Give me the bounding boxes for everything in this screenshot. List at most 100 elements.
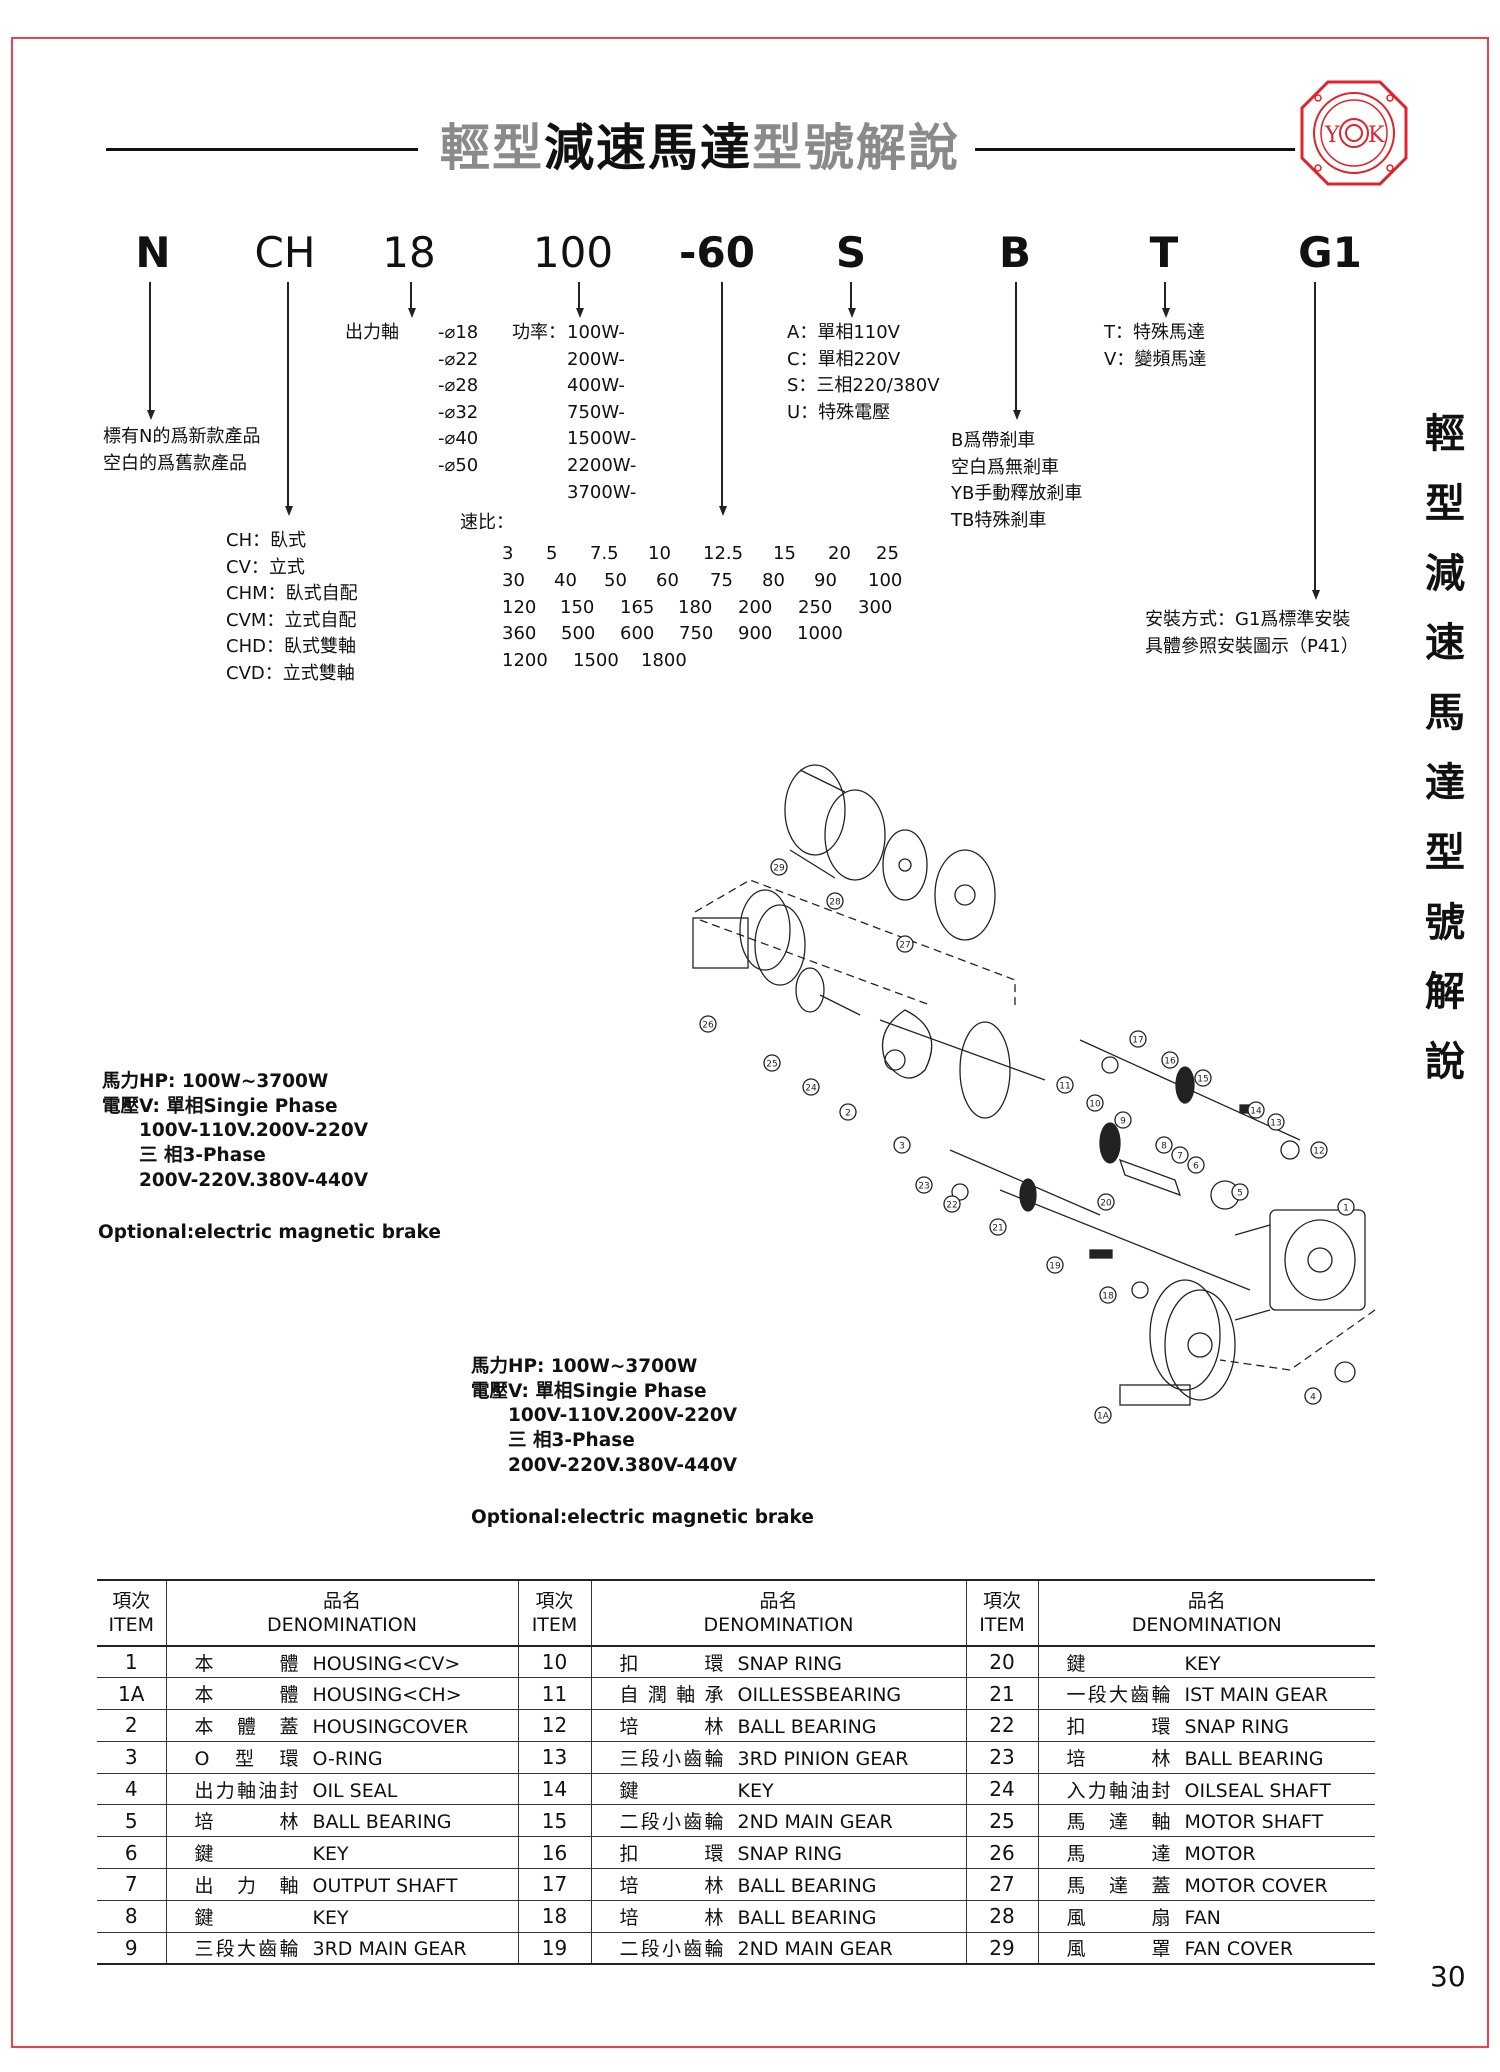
ratio-value: 1200 [502, 650, 548, 672]
ratio-value: 900 [738, 623, 773, 645]
ratio-value: 1800 [641, 650, 687, 672]
side-title-char: 型 [1425, 829, 1465, 876]
svg-text:4: 4 [1310, 1393, 1316, 1403]
item-name-cn: 入力軸油封 [1066, 1779, 1171, 1802]
item-name-en: 3RD MAIN GEAR [312, 1938, 467, 1961]
code-100: 100 [532, 228, 614, 277]
svg-text:18: 18 [1102, 1292, 1114, 1302]
arrow-head-icon [285, 506, 293, 516]
item-name-cn: 培林 [619, 1874, 724, 1897]
svg-text:26: 26 [702, 1021, 714, 1031]
ratio-value: 25 [876, 543, 899, 564]
svg-text:21: 21 [992, 1224, 1003, 1234]
item-number: 10 [518, 1646, 592, 1679]
spec-optional: Optional:electric magnetic brake [98, 1221, 441, 1243]
legend-line: YB手動釋放剎車 [951, 483, 1083, 505]
svg-text:8: 8 [1161, 1142, 1167, 1152]
motor-cover-shape [934, 849, 996, 941]
callout-9: 9 [1114, 1111, 1132, 1129]
item-name-cn: O型環 [194, 1747, 299, 1770]
ratio-value: 250 [798, 596, 833, 618]
ratio-value: 50 [604, 569, 627, 591]
ratio-value: 600 [620, 623, 655, 645]
spec-hp: 馬力HP: 100W~3700W [471, 1356, 698, 1377]
spec-three-phase-label: 三 相3-Phase [139, 1145, 266, 1167]
callout-11: 11 [1056, 1076, 1074, 1094]
title-part: 減速馬達 [544, 119, 752, 177]
svg-text:Y: Y [1324, 123, 1340, 148]
item-name-cn: 馬達 [1066, 1843, 1171, 1866]
item-name-en: MOTOR [1184, 1843, 1256, 1866]
install-legend: 安裝方式：G1爲標準安裝 具體參照安裝圖示（P41） [1145, 607, 1359, 660]
title-rule-left [106, 148, 418, 151]
header-item-en: ITEM [108, 1614, 155, 1636]
code-g1: G1 [1298, 228, 1362, 277]
rotor-shape [795, 967, 861, 1016]
legend-line: 1500W- [567, 428, 637, 450]
item-name-cn: 鍵 [194, 1906, 214, 1929]
callout-4: 4 [1304, 1387, 1322, 1405]
arrow-line [850, 282, 852, 310]
legend-line: 750W- [567, 401, 625, 423]
item-name-en: OUTPUT SHAFT [312, 1874, 458, 1897]
item-name-en: BALL BEARING [1184, 1747, 1324, 1770]
ratio-value: 12.5 [703, 543, 744, 564]
new-product-legend: 標有N的爲新款產品 空白的爲舊款產品 [103, 424, 260, 477]
code-18: 18 [382, 228, 436, 277]
ratio-value: 300 [858, 596, 893, 618]
arrow-head-icon [1013, 410, 1021, 420]
ratio-value: 5 [546, 543, 558, 564]
motor-type-legend: T：特殊馬達 V：變頻馬達 [1104, 320, 1206, 373]
item-name-cn: 扣環 [1066, 1715, 1171, 1738]
ratio-value: 180 [678, 596, 713, 618]
item-name-cn: 自潤軸承 [619, 1684, 724, 1707]
header-name-en: DENOMINATION [267, 1614, 417, 1636]
code-t: T [1149, 228, 1179, 277]
item-number: 1 [97, 1646, 167, 1679]
header-item-cn: 項次 [535, 1590, 574, 1612]
item-number: 5 [97, 1804, 167, 1838]
ratio-value: 3 [502, 543, 514, 564]
legend-line: V：變頻馬達 [1104, 348, 1207, 370]
ratio-value: 15 [773, 543, 796, 564]
item-name-cn: 培林 [619, 1906, 724, 1929]
item-name-cn: 出力軸 [194, 1874, 299, 1897]
item-name-en: IST MAIN GEAR [1184, 1684, 1328, 1707]
header-name-cn: 品名 [759, 1590, 798, 1612]
item-number: 2 [97, 1709, 167, 1742]
item-name-en: MOTOR COVER [1184, 1874, 1328, 1897]
ratio-value: 7.5 [590, 543, 619, 564]
item-name-cn: 馬達軸 [1066, 1811, 1171, 1834]
legend-line: 標有N的爲新款產品 [103, 426, 261, 447]
item-name-cn: 本體蓋 [194, 1715, 299, 1738]
arrow-head-icon [576, 308, 584, 318]
ratio-value: 120 [502, 596, 537, 618]
shaft-shape [951, 1056, 1300, 1299]
arrow-head-icon [1312, 590, 1320, 600]
header-name-en: DENOMINATION [703, 1614, 854, 1636]
item-name-en: FAN [1184, 1906, 1221, 1929]
item-name-cn: 本體 [194, 1684, 299, 1707]
legend-line: CH：臥式 [226, 530, 307, 551]
o-ring-shape [959, 1021, 1011, 1119]
voltage-legend: A：單相110V C：單相220V S：三相220/380V U：特殊電壓 [787, 320, 940, 426]
foot-housing-shape [1119, 1279, 1356, 1406]
item-number: 28 [966, 1900, 1039, 1933]
item-number: 4 [97, 1773, 167, 1806]
item-number: 12 [518, 1709, 592, 1742]
item-number: 18 [518, 1900, 592, 1933]
svg-text:10: 10 [1089, 1100, 1101, 1110]
